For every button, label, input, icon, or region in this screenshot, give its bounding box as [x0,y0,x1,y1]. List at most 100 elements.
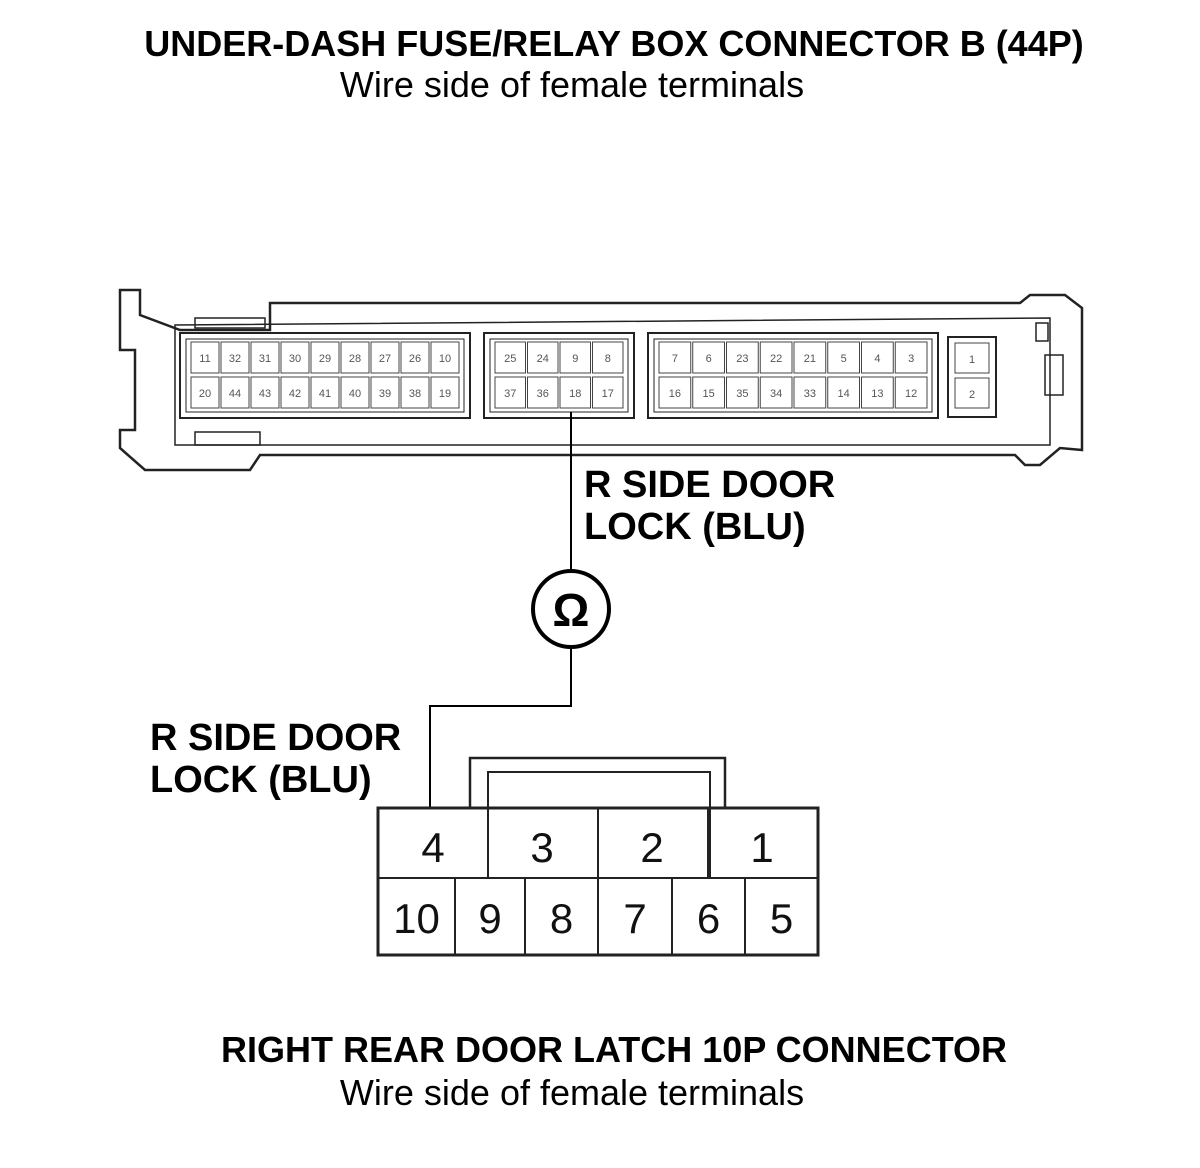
connector-b-cavity [340,376,370,409]
connector-b-cavity [527,341,559,374]
upper-wire-label-line2: LOCK (BLU) [584,506,806,548]
connector-b-cavity [793,341,827,374]
latch-pin-label: 5 [770,895,793,942]
connector-b-inner-outline [174,317,1051,446]
connector-b-pin-label: 10 [439,353,451,365]
connector-b-cavity [370,376,400,409]
connector-b-cavity [250,376,280,409]
connector-b-cavity [190,341,220,374]
ohmmeter-icon: Ω [531,569,611,649]
connector-b-pin-label: 21 [804,353,816,365]
lower-wire-label-line2: LOCK (BLU) [150,759,372,801]
top-subtitle: Wire side of female terminals [340,64,804,105]
connector-b-left-inner [185,338,465,413]
connector-b-pin-label: 9 [572,353,578,365]
connector-b-cavity [400,341,430,374]
connector-b-far-right-group [947,336,997,418]
connector-b-cavity [658,376,692,409]
connector-b-foot [194,431,261,446]
ohm-symbol: Ω [553,584,590,636]
connector-b-pin-label: 42 [289,388,301,400]
connector-b-cavity [220,341,250,374]
connector-b-cavity [430,376,460,409]
connector-b-pin-label: 36 [537,388,549,400]
connector-b-middle-group [483,332,635,419]
connector-b-pin-label: 32 [229,353,241,365]
connector-b-cavity [861,341,894,374]
connector-b-pin-label: 28 [349,353,361,365]
connector-b-cavity [430,341,460,374]
connector-b-cavity [658,341,692,374]
latch-pin-label: 2 [640,824,663,871]
latch-pin-label: 4 [421,824,444,871]
connector-b-pin-label: 16 [669,388,681,400]
latch-pin-label: 6 [697,895,720,942]
connector-b-cavity [494,341,526,374]
connector-b-cavity [370,341,400,374]
connector-b-pin-label: 24 [537,353,549,365]
connector-b-cavity [861,376,894,409]
latch-pin-label: 8 [550,895,573,942]
latch-pin-label: 9 [478,895,501,942]
bottom-title: RIGHT REAR DOOR LATCH 10P CONNECTOR [221,1029,1007,1070]
connector-b-pin-label: 37 [504,388,516,400]
connector-b-pin-label: 7 [672,353,678,365]
connector-b-cavity [250,341,280,374]
connector-b-pin-label: 43 [259,388,271,400]
connector-b-pin-label: 22 [770,353,782,365]
connector-b-cavity [692,341,725,374]
connector-b-pin-label: 2 [969,389,975,401]
connector-b-cavity [494,376,526,409]
latch-pin-label: 1 [750,824,773,871]
connector-b-cavity [310,341,340,374]
connector-b-pin-label: 29 [319,353,331,365]
connector-b-cavity [190,376,220,409]
upper-wire-label-line1: R SIDE DOOR [584,464,835,506]
connector-b-pin-label: 19 [439,388,451,400]
connector-b-pin-label: 40 [349,388,361,400]
connector-b [118,288,1084,472]
connector-b-cavity [280,341,310,374]
connector-b-middle-inner [489,338,629,413]
connector-b-cavity [894,341,928,374]
connector-b-pin-label: 15 [703,388,715,400]
connector-b-pin-label: 20 [199,388,211,400]
connector-b-pin-label: 11 [199,353,210,365]
connector-b-cavity [827,341,860,374]
top-title: UNDER-DASH FUSE/RELAY BOX CONNECTOR B (4… [144,23,1083,64]
latch-pin-label: 3 [530,824,553,871]
connector-b-right-group [647,332,939,419]
connector-b-cavity [692,376,725,409]
latch-pin-label: 7 [623,895,646,942]
connector-b-cavity [894,376,928,409]
connector-b-pin-label: 44 [229,388,241,400]
connector-b-pin-label: 39 [379,388,391,400]
connector-b-cavity [954,342,990,374]
connector-b-cavity [592,376,624,409]
connector-b-pin-label: 26 [409,353,421,365]
connector-b-right-inner [653,338,933,413]
connector-b-cavity [310,376,340,409]
connector-b-cavity [793,376,827,409]
connector-b-latch [1035,322,1049,342]
connector-b-cavity [559,376,591,409]
connector-b-cavity [954,377,990,409]
connector-b-pin-label: 25 [504,353,516,365]
connector-b-pin-label: 8 [605,353,611,365]
connector-b-cavity [759,341,793,374]
connector-b-cavity [340,341,370,374]
latch-connector-lock-tab [468,756,727,808]
connector-b-pin-label: 35 [736,388,748,400]
connector-b-pin-label: 18 [569,388,581,400]
connector-b-cavity [527,376,559,409]
connector-b-top-slot [194,317,266,329]
connector-b-cavity [280,376,310,409]
lower-wire [429,647,572,808]
connector-b-pin-label: 12 [905,388,917,400]
connector-b-pin-label: 5 [841,353,847,365]
connector-b-pin-label: 1 [969,354,975,366]
connector-b-side-tab [1044,354,1064,396]
